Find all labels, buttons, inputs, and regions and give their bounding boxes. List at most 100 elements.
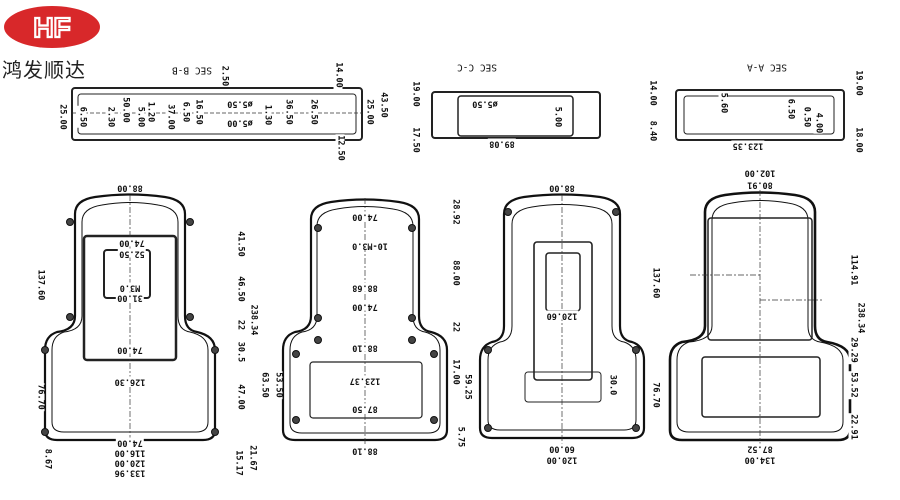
dimension-label: 123.35 <box>731 140 765 151</box>
dimension-label: 8.67 <box>42 447 53 471</box>
dimension-label: 114.91 <box>848 253 859 287</box>
dimension-label: 29.29 <box>848 336 859 364</box>
dimension-label: 50.00 <box>120 96 131 124</box>
bottom-case-outline <box>43 193 217 442</box>
section-title: SEC A-A <box>746 61 788 73</box>
dimension-label: 53.52 <box>848 371 859 399</box>
dimension-label: 74.00 <box>116 437 144 448</box>
mounting-hole <box>408 336 416 344</box>
mounting-hole <box>292 350 300 358</box>
dimension-label: 120.00 <box>545 454 579 465</box>
screw-boss <box>66 218 74 226</box>
dimension-label: 17.00 <box>450 358 461 386</box>
dimension-label: 89.08 <box>488 138 516 149</box>
screw-boss <box>186 218 194 226</box>
dimension-label: ø5.50 <box>471 98 499 109</box>
bottom-case-inner-outline <box>51 202 209 433</box>
dimension-label: 17.50 <box>410 126 421 154</box>
dimension-label: 2.50 <box>219 64 230 88</box>
brand-name: 鸿发顺达 <box>2 58 86 82</box>
section-aa-body <box>675 89 845 141</box>
dimension-label: 6.50 <box>77 105 88 129</box>
screw-boss <box>186 313 194 321</box>
dimension-label: 4.00 <box>813 111 824 135</box>
dimension-label: 133.96 <box>113 467 147 478</box>
display-window <box>701 356 821 418</box>
dimension-label: 25.00 <box>364 98 375 126</box>
corner-screw-hole <box>484 346 492 354</box>
display-window-outline <box>309 361 423 419</box>
screw-boss <box>66 313 74 321</box>
dimension-label: 88.10 <box>351 445 379 456</box>
dimension-label: 126.30 <box>113 376 147 387</box>
back-case-outline <box>478 193 646 440</box>
screw-boss <box>41 346 49 354</box>
dimension-label: 1.30 <box>262 103 273 127</box>
clip-slot <box>545 252 581 312</box>
section-bb-body <box>71 87 363 141</box>
mounting-hole <box>430 350 438 358</box>
corner-screw-hole <box>632 346 640 354</box>
dimension-label: 14.00 <box>333 61 344 89</box>
dimension-label: 76.70 <box>35 383 46 411</box>
dimension-label: 30.5 <box>235 340 246 364</box>
dimension-label: 19.00 <box>410 80 421 108</box>
dimension-label: 76.70 <box>650 381 661 409</box>
dimension-label: 238.34 <box>248 303 259 337</box>
dimension-label: 52.50 <box>118 248 146 259</box>
dimension-label: 41.50 <box>235 230 246 258</box>
mounting-hole <box>430 416 438 424</box>
screw-boss <box>41 428 49 436</box>
corner-screw-hole <box>504 208 512 216</box>
dimension-label: 0.50 <box>801 105 812 129</box>
corner-screw-hole <box>484 424 492 432</box>
dimension-label: 5.60 <box>718 91 729 115</box>
screw-boss <box>211 346 219 354</box>
dimension-label: 6.50 <box>180 100 191 124</box>
dimension-label: 31.00 <box>116 292 144 303</box>
dimension-label: 74.00 <box>116 344 144 355</box>
dimension-label: 47.00 <box>235 383 246 411</box>
dimension-label: M3.0 <box>118 282 142 293</box>
mounting-hole <box>408 224 416 232</box>
dimension-label: 30.0 <box>607 373 618 397</box>
dimension-label: 2.30 <box>105 105 116 129</box>
dimension-label: 116.00 <box>113 447 147 458</box>
dimension-label: 43.50 <box>378 91 389 119</box>
dimension-label: 8.40 <box>647 119 658 143</box>
dimension-label: 1.20 <box>145 100 156 124</box>
dimension-label: 22.91 <box>848 413 859 441</box>
dimension-label: 102.00 <box>743 167 777 178</box>
dimension-label: 5.00 <box>135 105 146 129</box>
dimension-label: 137.60 <box>650 266 661 300</box>
dimension-label: 74.00 <box>118 237 146 248</box>
top-case-outline <box>281 198 449 442</box>
dimension-label: ø5.00 <box>226 117 254 128</box>
dimension-label: 25.00 <box>57 103 68 131</box>
front-case-inner-outline <box>676 200 844 433</box>
dimension-label: 14.00 <box>647 79 658 107</box>
section-cc-inner <box>457 95 574 137</box>
dimension-label: 10-M3.0 <box>351 240 389 251</box>
section-aa-inner <box>683 95 835 135</box>
belt-clip-plate <box>533 241 593 381</box>
dimension-label: 21.67 <box>247 444 258 472</box>
mounting-hole <box>314 224 322 232</box>
dimension-label: 88.00 <box>450 259 461 287</box>
dimension-label: 88.68 <box>351 282 379 293</box>
dimension-label: 22 <box>235 318 246 332</box>
mounting-hole <box>314 336 322 344</box>
dimension-label: 46.50 <box>235 275 246 303</box>
dimension-label: 123.37 <box>348 375 382 386</box>
section-cc-body <box>431 91 601 139</box>
dimension-label: 16.50 <box>193 98 204 126</box>
dimension-label: 88.00 <box>116 182 144 193</box>
dimension-label: 134.00 <box>743 454 777 465</box>
front-case-outline <box>668 191 852 442</box>
dimension-label: 74.00 <box>351 211 379 222</box>
dimension-label: 37.00 <box>165 103 176 131</box>
dimension-label: 88.10 <box>351 342 379 353</box>
section-title: SEC C-C <box>456 61 498 73</box>
corner-screw-hole <box>612 208 620 216</box>
dimension-label: 238.34 <box>855 301 866 335</box>
